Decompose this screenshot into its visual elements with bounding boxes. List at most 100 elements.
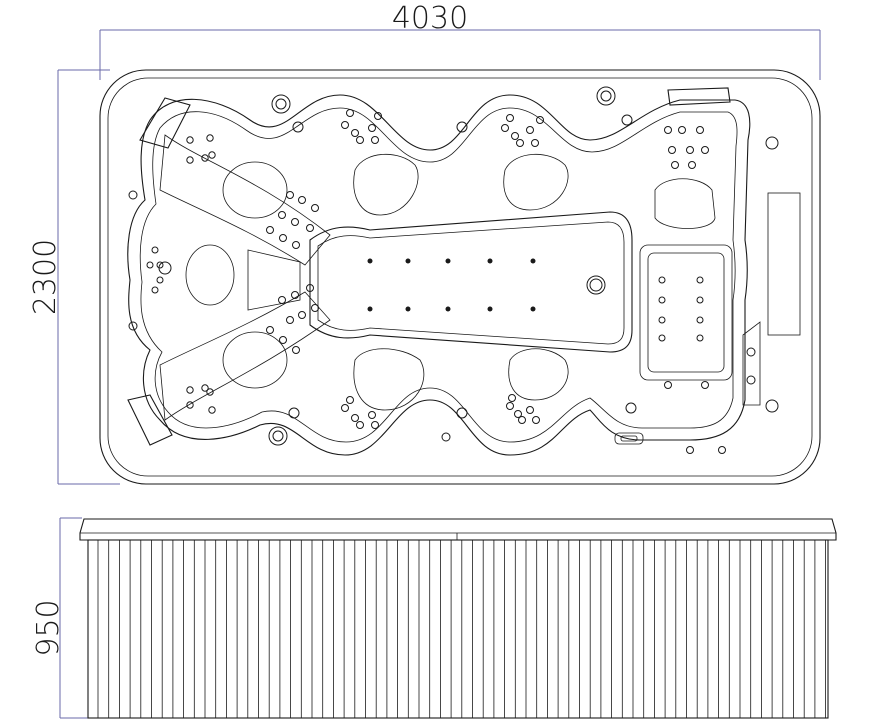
dimension-height: 950: [31, 517, 90, 719]
jet-nozzle: [298, 311, 306, 319]
jet-nozzle: [686, 146, 694, 154]
jet-nozzle: [371, 136, 379, 144]
jet-nozzle: [341, 121, 349, 129]
jet-nozzle: [151, 286, 159, 294]
jet-nozzle: [278, 296, 286, 304]
jet-nozzle: [356, 421, 364, 429]
jet-nozzle: [351, 414, 359, 422]
jet-nozzle: [536, 116, 544, 124]
jet-nozzle: [279, 336, 287, 344]
jet-nozzle: [367, 258, 373, 264]
jet-nozzle: [445, 306, 451, 312]
jet-nozzle: [146, 261, 154, 269]
jet-nozzle: [374, 112, 382, 120]
jet-nozzle: [718, 446, 726, 454]
jet-nozzle: [306, 224, 314, 232]
jet-nozzle: [206, 134, 214, 142]
jet-nozzle: [341, 404, 349, 412]
jet-nozzle: [278, 211, 286, 219]
jet-nozzle: [514, 410, 522, 418]
jet-nozzle: [518, 416, 526, 424]
jet-nozzle: [292, 346, 300, 354]
jet-nozzle: [298, 196, 306, 204]
jet-nozzle: [696, 296, 704, 304]
jet-nozzle: [279, 234, 287, 242]
jet-nozzle: [658, 334, 666, 342]
jet-nozzle: [368, 411, 376, 419]
jet-nozzle: [688, 161, 696, 169]
spa-top-view: [99, 69, 821, 485]
jet-nozzle: [201, 384, 209, 392]
jet-nozzle: [346, 396, 354, 404]
jet-nozzle: [156, 261, 164, 269]
cabinet-slats: [97, 540, 826, 718]
jet-group: [146, 109, 726, 454]
jet-nozzle: [516, 139, 524, 147]
jet-nozzle: [311, 204, 319, 212]
jet-nozzle: [367, 306, 373, 312]
jet-nozzle: [266, 326, 274, 334]
jet-nozzle: [658, 296, 666, 304]
jet-nozzle: [405, 258, 411, 264]
jet-nozzle: [371, 421, 379, 429]
jet-nozzle: [156, 276, 164, 284]
length-label: 4030: [392, 1, 468, 36]
jet-nozzle: [351, 129, 359, 137]
jet-nozzle: [696, 276, 704, 284]
jet-nozzle: [346, 109, 354, 117]
jet-nozzle: [356, 136, 364, 144]
dimension-width: 2300: [28, 69, 120, 485]
width-label: 2300: [28, 239, 63, 315]
jet-nozzle: [186, 401, 194, 409]
jet-nozzle: [658, 316, 666, 324]
spa-side-view: [79, 518, 837, 719]
jet-nozzle: [664, 381, 672, 389]
jet-nozzle: [186, 136, 194, 144]
jet-nozzle: [671, 161, 679, 169]
jet-nozzle: [311, 304, 319, 312]
jet-nozzle: [531, 139, 539, 147]
jet-nozzle: [526, 406, 534, 414]
jet-nozzle: [306, 284, 314, 292]
jet-nozzle: [186, 386, 194, 394]
jet-nozzle: [508, 394, 516, 402]
jet-nozzle: [487, 306, 493, 312]
jet-nozzle: [292, 241, 300, 249]
jet-nozzle: [201, 154, 209, 162]
jet-nozzle: [686, 446, 694, 454]
jet-nozzle: [526, 126, 534, 134]
jet-nozzle: [208, 406, 216, 414]
jet-nozzle: [664, 126, 672, 134]
jet-nozzle: [696, 334, 704, 342]
jet-nozzle: [291, 218, 299, 226]
jet-nozzle: [530, 258, 536, 264]
jet-nozzle: [501, 124, 509, 132]
jet-nozzle: [701, 146, 709, 154]
jet-nozzle: [487, 258, 493, 264]
jet-nozzle: [286, 191, 294, 199]
jet-nozzle: [405, 306, 411, 312]
jet-nozzle: [658, 276, 666, 284]
jet-nozzle: [532, 416, 540, 424]
jet-nozzle: [445, 258, 451, 264]
jet-nozzle: [266, 226, 274, 234]
jet-nozzle: [291, 291, 299, 299]
jet-nozzle: [186, 156, 194, 164]
jet-nozzle: [530, 306, 536, 312]
dimension-length: 4030: [99, 1, 821, 80]
height-label: 950: [31, 599, 66, 656]
jet-nozzle: [701, 381, 709, 389]
jet-nozzle: [668, 146, 676, 154]
jet-nozzle: [158, 261, 172, 275]
jet-nozzle: [506, 402, 514, 410]
jet-nozzle: [696, 126, 704, 134]
jet-nozzle: [678, 126, 686, 134]
jet-nozzle: [368, 124, 376, 132]
jet-nozzle: [208, 151, 216, 159]
jet-nozzle: [151, 246, 159, 254]
jet-nozzle: [506, 114, 514, 122]
jet-nozzle: [696, 316, 704, 324]
jet-nozzle: [286, 316, 294, 324]
jet-nozzle: [511, 132, 519, 140]
